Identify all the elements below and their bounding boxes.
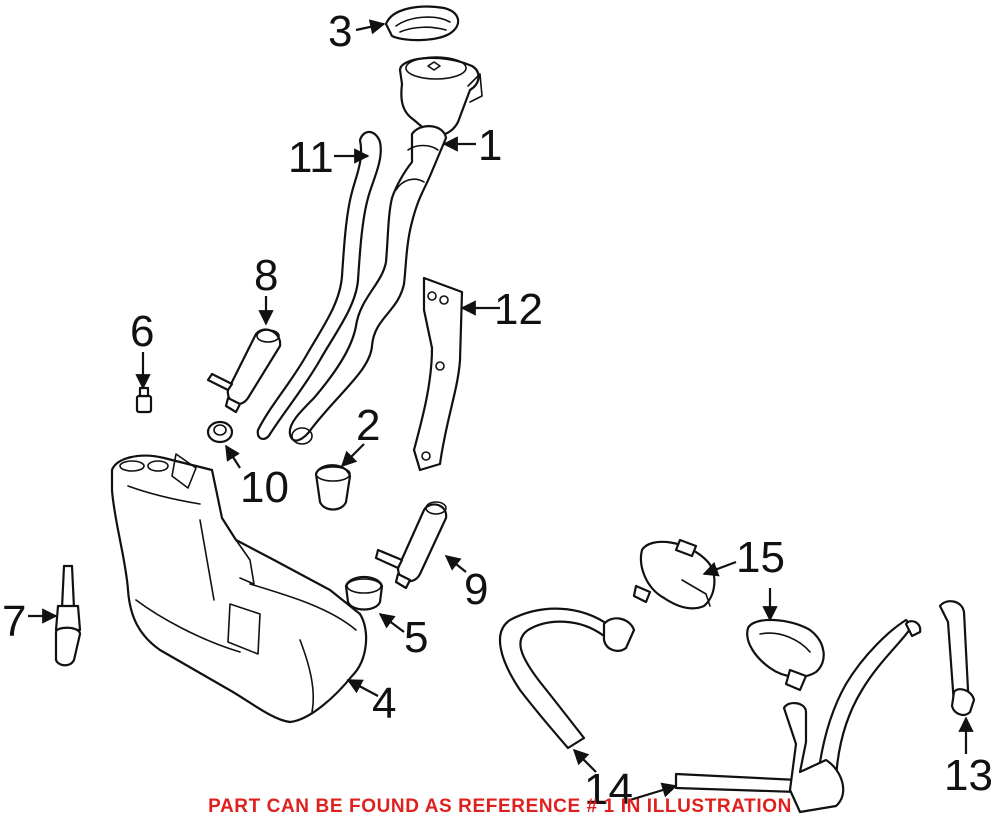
- callout-14[interactable]: 14: [584, 765, 633, 814]
- part-1-filler-neck[interactable]: [288, 56, 483, 445]
- part-12-bracket[interactable]: [412, 276, 464, 472]
- callout-13[interactable]: 13: [944, 751, 993, 800]
- part-6-plug[interactable]: [135, 386, 153, 414]
- part-11-vent-hose[interactable]: [256, 130, 382, 440]
- callout-9[interactable]: 9: [464, 565, 488, 614]
- callout-10[interactable]: 10: [240, 463, 289, 512]
- part-3-filler-cap[interactable]: [384, 5, 460, 42]
- callout-6[interactable]: 6: [130, 307, 154, 356]
- part-5-grommet[interactable]: [344, 575, 384, 611]
- callout-1[interactable]: 1: [478, 121, 502, 170]
- callout-3[interactable]: 3: [328, 7, 352, 56]
- callout-2[interactable]: 2: [356, 401, 380, 450]
- part-15-pump-upper[interactable]: [632, 538, 716, 610]
- callout-7[interactable]: 7: [2, 597, 26, 646]
- part-15-pump-lower[interactable]: [746, 618, 825, 692]
- callout-5[interactable]: 5: [404, 613, 428, 662]
- callout-labels: 3 1 11 8 12 6 2 10 15 9 7 5 4 13 14: [2, 7, 993, 814]
- callout-leaders: [28, 19, 974, 802]
- part-7-level-sensor[interactable]: [54, 564, 82, 667]
- part-4-washer-reservoir[interactable]: [110, 453, 368, 724]
- callout-4[interactable]: 4: [372, 679, 396, 728]
- part-10-grommet[interactable]: [206, 420, 234, 444]
- callout-8[interactable]: 8: [254, 251, 278, 300]
- reference-note: PART CAN BE FOUND AS REFERENCE # 1 IN IL…: [208, 796, 792, 817]
- callout-15[interactable]: 15: [736, 533, 785, 582]
- part-2-seal[interactable]: [314, 464, 352, 511]
- callout-12[interactable]: 12: [494, 285, 543, 334]
- callout-11[interactable]: 11: [288, 133, 334, 182]
- part-9-washer-pump[interactable]: [374, 501, 448, 590]
- part-14-hose-assembly[interactable]: [498, 607, 922, 814]
- part-8-washer-pump[interactable]: [206, 328, 282, 414]
- part-13-hose[interactable]: [938, 600, 976, 716]
